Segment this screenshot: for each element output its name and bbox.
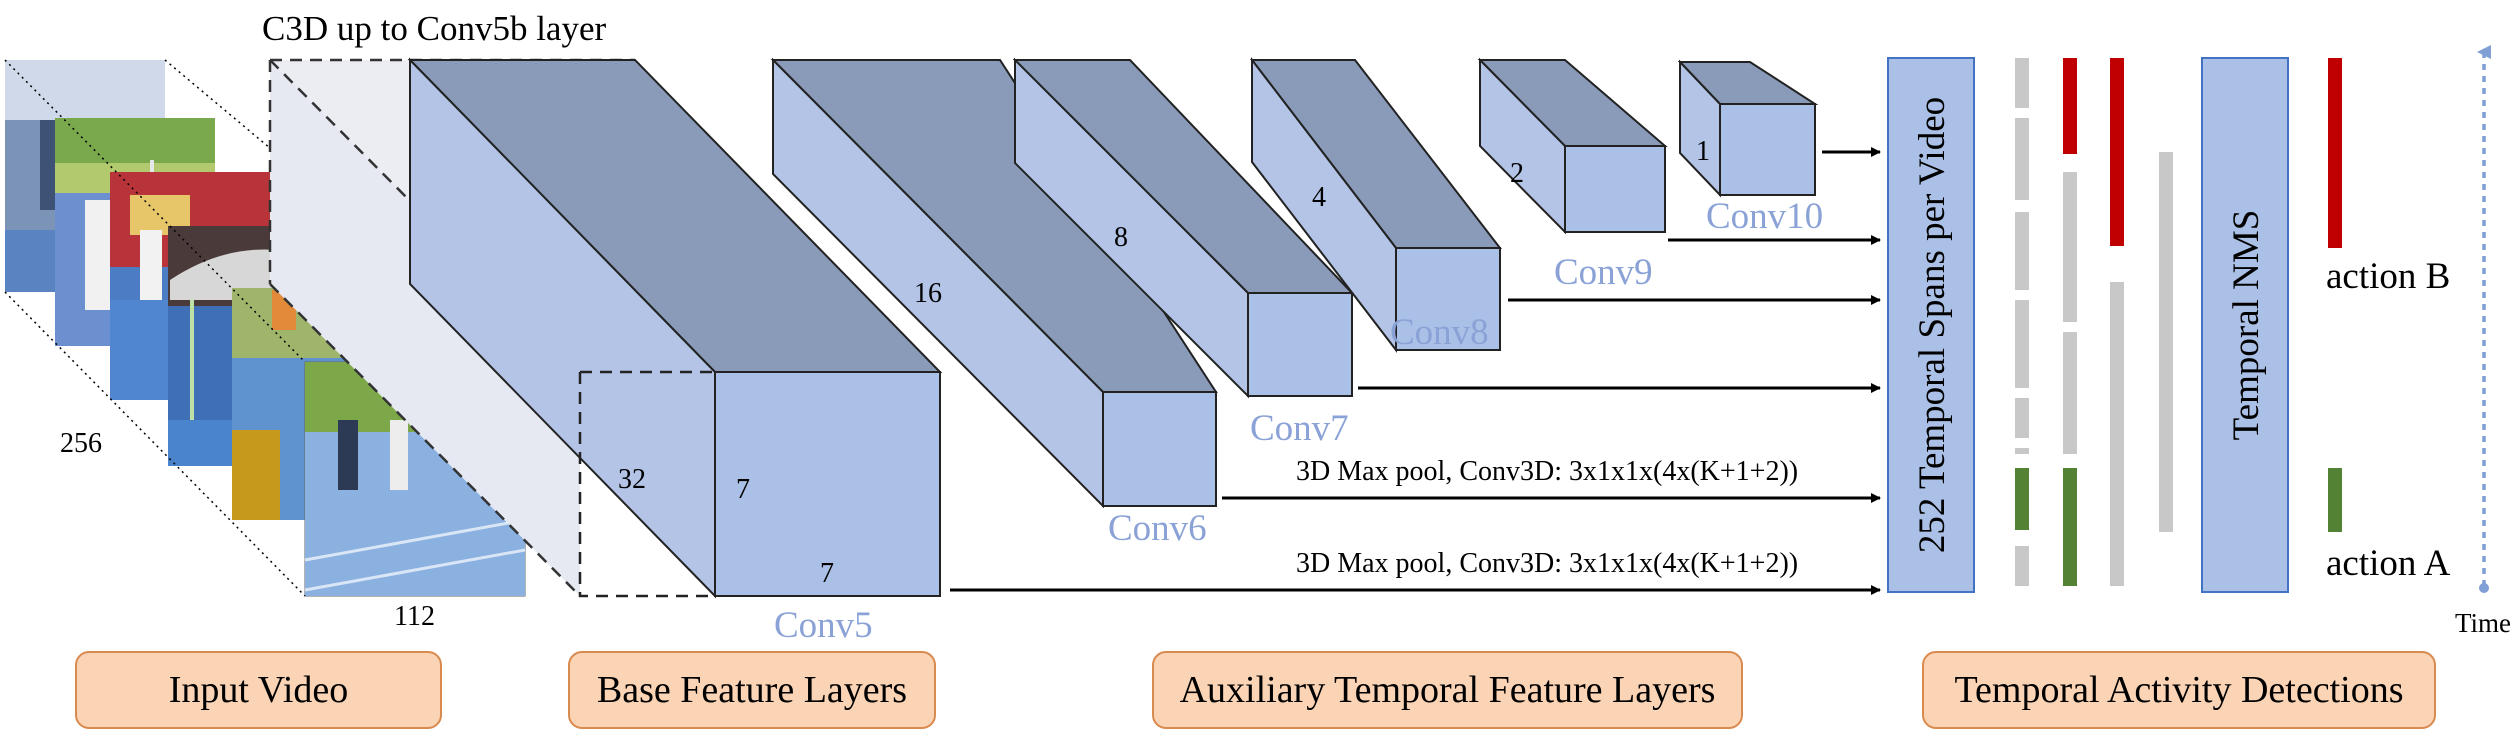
conv10-cube	[1677, 59, 1819, 198]
conv9-cube	[1477, 57, 1668, 235]
action-b-label: action B	[2326, 256, 2450, 297]
conv8-dim: 4	[1312, 182, 1326, 213]
conv5-label: Conv5	[774, 605, 873, 646]
conv8-cube	[1249, 57, 1503, 353]
stage-auxiliary-feature-layers: Auxiliary Temporal Feature Layers	[1152, 651, 1743, 729]
candidate-spans	[2015, 58, 2173, 586]
stage-base-feature-label: Base Feature Layers	[596, 669, 908, 711]
input-dim-256: 256	[60, 428, 102, 459]
input-video-frames	[4, 59, 526, 597]
conv6-cube	[770, 57, 1218, 509]
feature-arrows	[950, 147, 1881, 595]
time-axis	[2477, 45, 2491, 593]
stage-detections-label: Temporal Activity Detections	[1954, 669, 2404, 711]
final-detections	[2328, 58, 2342, 532]
conv6-arrow-caption: 3D Max pool, Conv3D: 3x1x1x(4x(K+1+2))	[1296, 456, 1798, 487]
conv9-dim: 2	[1510, 158, 1524, 189]
c3d-label: C3D up to Conv5b layer	[262, 9, 606, 48]
conv10-dim: 1	[1696, 136, 1710, 167]
action-a-span	[2328, 468, 2342, 532]
conv5-arrow-caption: 3D Max pool, Conv3D: 3x1x1x(4x(K+1+2))	[1296, 548, 1798, 579]
conv8-label: Conv8	[1390, 312, 1489, 353]
stage-input-video-label: Input Video	[168, 669, 349, 711]
conv5-dim-7-bottom: 7	[820, 558, 834, 589]
temporal-spans-box	[1887, 57, 1975, 593]
stage-base-feature-layers: Base Feature Layers	[568, 651, 936, 729]
conv5-cube	[407, 57, 943, 599]
action-a-label: action A	[2326, 543, 2451, 584]
diagram-labels: C3D up to Conv5b layer 256 112 32 7 7 Co…	[60, 9, 2511, 646]
input-dim-112: 112	[394, 601, 435, 632]
temporal-nms-label: Temporal NMS	[2226, 210, 2267, 441]
conv7-cube	[1012, 57, 1355, 399]
stage-aux-feature-label: Auxiliary Temporal Feature Layers	[1179, 669, 1716, 711]
conv5-dim-32: 32	[618, 464, 646, 495]
conv6-label: Conv6	[1108, 508, 1207, 549]
temporal-spans-label: 252 Temporal Spans per Video	[1912, 97, 1953, 553]
conv10-label: Conv10	[1706, 196, 1823, 237]
conv7-dim: 8	[1114, 222, 1128, 253]
stage-input-video: Input Video	[75, 651, 442, 729]
action-b-span	[2328, 58, 2342, 248]
stage-temporal-activity-detections: Temporal Activity Detections	[1922, 651, 2436, 729]
time-label: Time	[2455, 608, 2511, 638]
conv5-dim-7-side: 7	[736, 474, 750, 505]
conv9-label: Conv9	[1554, 252, 1653, 293]
conv6-dim: 16	[914, 278, 942, 309]
temporal-nms-box	[2201, 57, 2289, 593]
conv7-label: Conv7	[1250, 408, 1349, 449]
